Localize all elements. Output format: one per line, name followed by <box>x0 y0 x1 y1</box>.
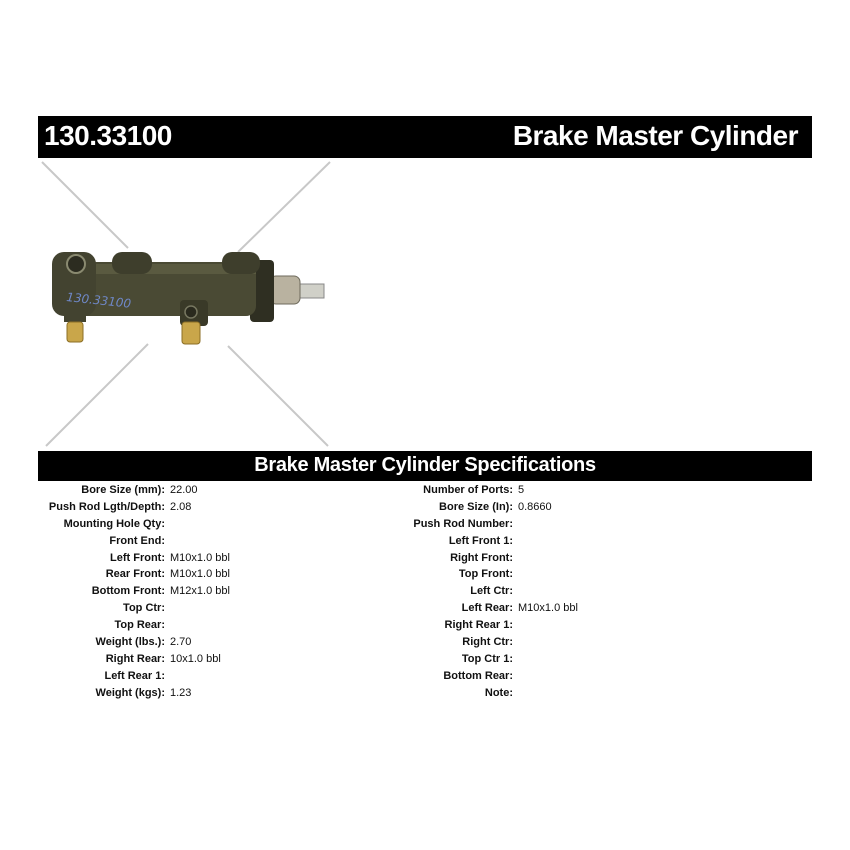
spec-label: Weight (kgs): <box>95 686 165 699</box>
spec-value: 10x1.0 bbl <box>170 652 221 665</box>
spec-label: Left Rear 1: <box>104 669 165 682</box>
spec-row: Rear Front: M10x1.0 bbl <box>0 568 300 585</box>
spec-row: Bottom Front: M12x1.0 bbl <box>0 585 300 602</box>
spec-row: Push Rod Lgth/Depth: 2.08 <box>0 501 300 518</box>
product-title: Brake Master Cylinder <box>512 120 799 151</box>
spec-label: Right Rear 1: <box>444 619 513 632</box>
spec-label: Left Front 1: <box>448 534 513 547</box>
spec-label: Top Rear: <box>114 619 165 632</box>
spec-row: Bore Size (mm): 22.00 <box>0 484 300 501</box>
product-image: 130.33100 <box>41 161 331 447</box>
spec-value: 22.00 <box>170 484 198 496</box>
spec-label: Weight (lbs.): <box>95 636 165 649</box>
spec-label: Bottom Front: <box>91 585 165 598</box>
spec-label: Mounting Hole Qty: <box>63 517 165 530</box>
spec-label: Push Rod Number: <box>413 517 513 530</box>
spec-value: 5 <box>518 484 525 496</box>
spec-row: Right Ctr: <box>380 636 680 653</box>
master-cylinder-body: 130.33100 <box>52 252 325 345</box>
spec-value: M10x1.0 bbl <box>518 602 578 615</box>
spec-title-bar: Brake Master Cylinder Specifications <box>38 451 812 481</box>
spec-row: Left Rear 1: <box>0 670 300 687</box>
spec-label: Bottom Rear: <box>443 669 513 682</box>
spec-label: Front End: <box>109 534 165 547</box>
spec-value: M10x1.0 bbl <box>170 568 230 581</box>
spec-value: 0.8660 <box>518 500 552 513</box>
spec-value: M12x1.0 bbl <box>170 585 230 598</box>
spec-value: 1.23 <box>170 686 192 699</box>
header-bar: 130.33100 Brake Master Cylinder <box>38 116 812 158</box>
spec-label: Left Front: <box>110 551 165 564</box>
spec-value: 2.08 <box>170 500 192 513</box>
spec-label: Right Front: <box>450 551 513 564</box>
spec-row: Front End: <box>0 535 300 552</box>
part-number: 130.33100 <box>44 120 172 151</box>
spec-row: Note: <box>380 687 680 704</box>
spec-row: Top Front: <box>380 568 680 585</box>
spec-row: Right Rear 1: <box>380 619 680 636</box>
spec-row: Push Rod Number: <box>380 518 680 535</box>
spec-row: Number of Ports: 5 <box>380 484 680 501</box>
spec-row: Weight (kgs): 1.23 <box>0 687 300 704</box>
spec-row: Bore Size (In): 0.8660 <box>380 501 680 518</box>
spec-row: Weight (lbs.): 2.70 <box>0 636 300 653</box>
spec-row: Bottom Rear: <box>380 670 680 687</box>
spec-row: Top Rear: <box>0 619 300 636</box>
spec-label: Right Rear: <box>105 652 165 665</box>
spec-label: Top Front: <box>458 568 513 581</box>
spec-label: Top Ctr: <box>123 602 165 615</box>
spec-label: Right Ctr: <box>462 636 513 649</box>
spec-label: Rear Front: <box>105 568 165 581</box>
spec-row: Left Front 1: <box>380 535 680 552</box>
spec-label: Top Ctr 1: <box>461 652 513 665</box>
spec-label: Number of Ports: <box>423 484 513 496</box>
spec-value: 2.70 <box>170 636 192 649</box>
spec-label: Left Rear: <box>461 602 513 615</box>
spec-label: Note: <box>484 686 513 699</box>
spec-label: Push Rod Lgth/Depth: <box>48 500 165 513</box>
spec-label: Bore Size (In): <box>439 500 513 513</box>
spec-row: Left Ctr: <box>380 585 680 602</box>
handwritten-part-label: 130.33100 <box>66 290 132 311</box>
spec-title: Brake Master Cylinder Specifications <box>254 454 596 476</box>
spec-row: Mounting Hole Qty: <box>0 518 300 535</box>
spec-label: Left Ctr: <box>470 585 513 598</box>
spec-row: Left Rear: M10x1.0 bbl <box>380 602 680 619</box>
spec-row: Top Ctr: <box>0 602 300 619</box>
spec-label: Bore Size (mm): <box>81 484 165 496</box>
crop-guide-lines <box>41 161 331 447</box>
spec-row: Right Rear: 10x1.0 bbl <box>0 653 300 670</box>
spec-row: Top Ctr 1: <box>380 653 680 670</box>
spec-row: Right Front: <box>380 552 680 569</box>
spec-row: Left Front: M10x1.0 bbl <box>0 552 300 569</box>
spec-value: M10x1.0 bbl <box>170 551 230 564</box>
